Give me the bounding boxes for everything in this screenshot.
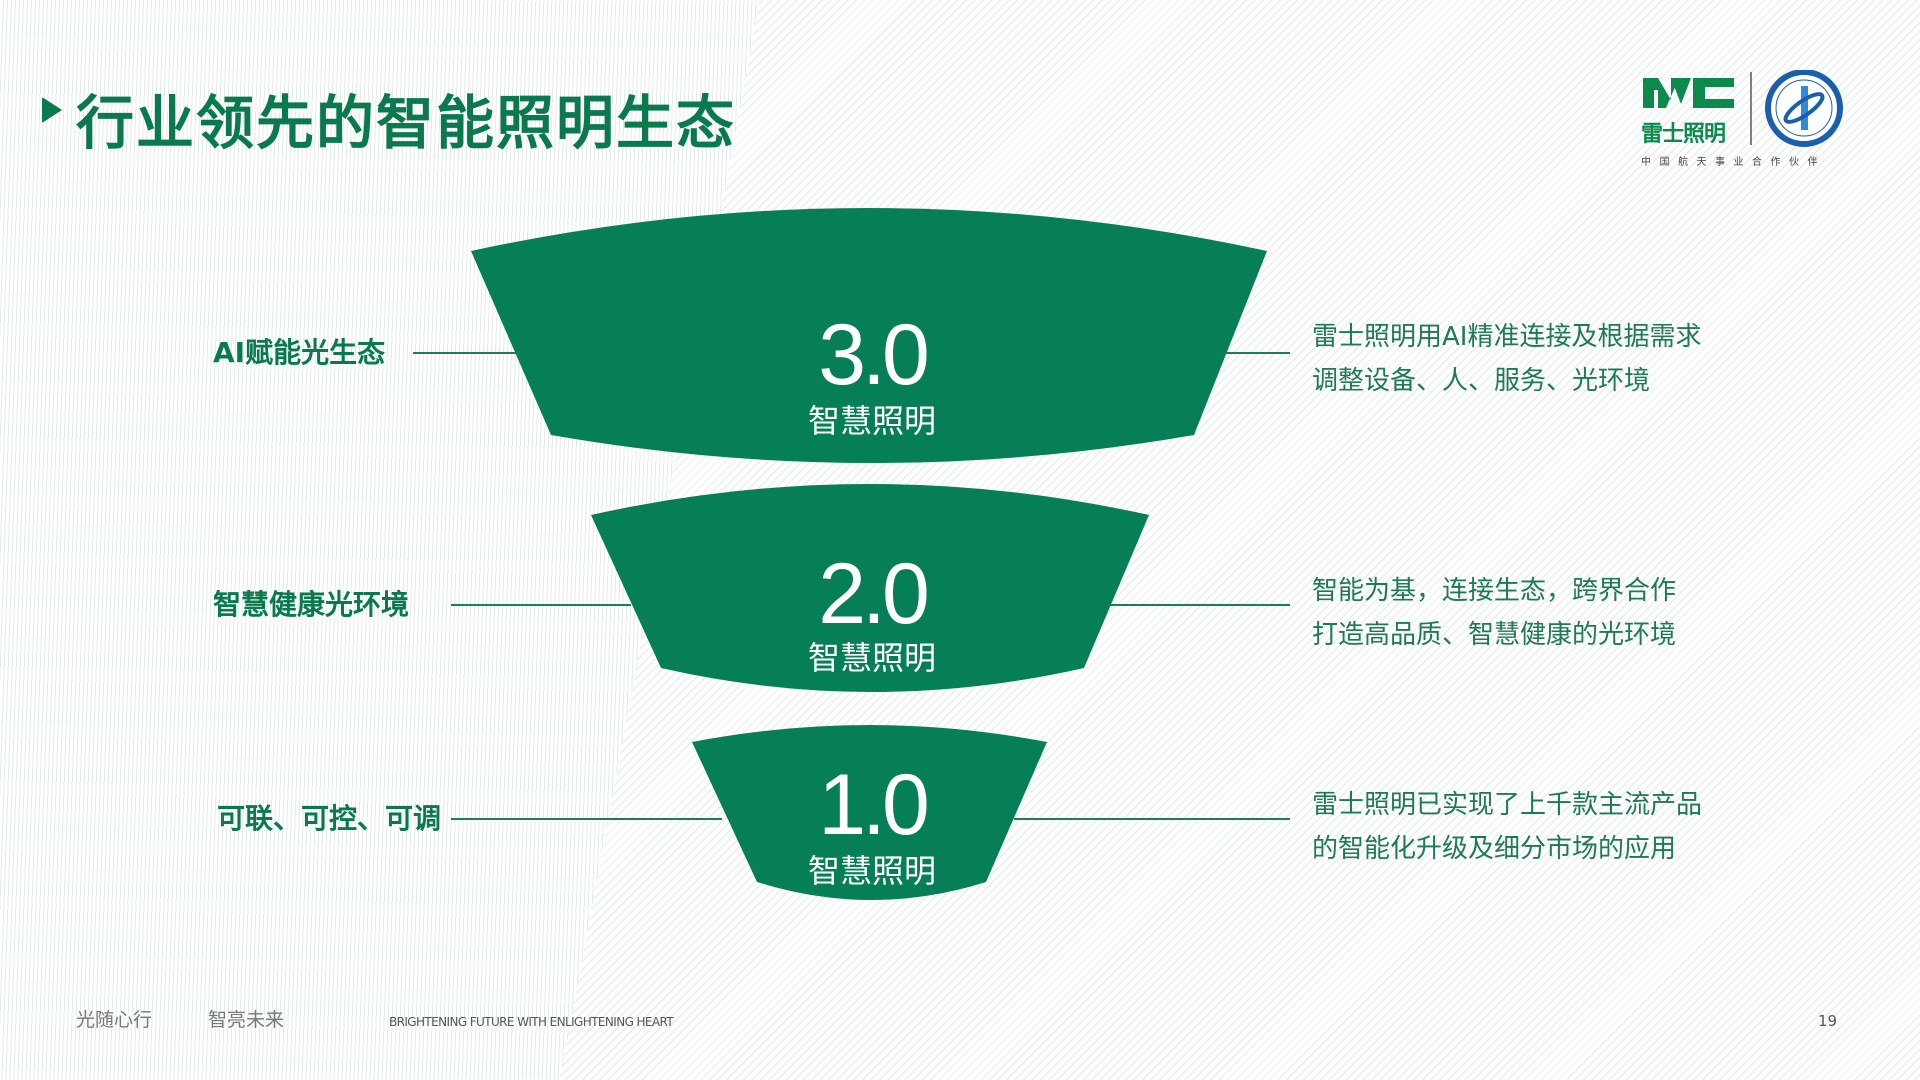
tier-1-label: 可联、可控、可调	[217, 802, 442, 835]
tier-2-right-connector	[1108, 604, 1290, 606]
funnel-tier-2	[591, 484, 1149, 692]
nvc-logo	[1643, 70, 1843, 147]
tier-2-label: 智慧健康光环境	[213, 588, 410, 621]
tier-2-left-connector	[451, 604, 631, 606]
china-space-emblem	[1765, 70, 1843, 147]
footer-slogan-1: 光随心行	[76, 1009, 153, 1031]
tier-1-version: 1.0	[818, 757, 930, 853]
tier-3-left-connector	[413, 352, 520, 354]
desc-line: 智能为基，连接生态，跨界合作	[1312, 576, 1677, 606]
desc-line: 雷士照明用AI精准连接及根据需求	[1312, 322, 1702, 352]
tier-1-description: 雷士照明已实现了上千款主流产品 的智能化升级及细分市场的应用	[1312, 783, 1702, 871]
logo-partner-text: 中国航天事业合作伙伴	[1641, 157, 1826, 168]
tier-3-version: 3.0	[818, 307, 930, 403]
footer-english-slogan: BRIGHTENING FUTURE WITH ENLIGHTENING HEA…	[389, 1015, 674, 1029]
desc-line: 雷士照明已实现了上千款主流产品	[1312, 790, 1703, 820]
page-number: 19	[1818, 1012, 1838, 1030]
tier-3-name: 智慧照明	[807, 402, 936, 440]
tier-2-version: 2.0	[818, 546, 930, 642]
desc-line: 打造高品质、智慧健康的光环境	[1312, 620, 1677, 650]
desc-line: 的智能化升级及细分市场的应用	[1312, 834, 1677, 864]
title-bullet-icon	[42, 97, 62, 123]
funnel-tier-3	[471, 208, 1267, 463]
tier-3-right-connector	[1224, 352, 1290, 354]
page-title: 行业领先的智能照明生态	[76, 89, 737, 157]
tier-1-name: 智慧照明	[807, 852, 936, 890]
tier-2-name: 智慧照明	[807, 639, 936, 677]
logo-brand-text: 雷士照明	[1641, 122, 1726, 147]
desc-line: 调整设备、人、服务、光环境	[1312, 366, 1651, 396]
tier-3-description: 雷士照明用AI精准连接及根据需求 调整设备、人、服务、光环境	[1312, 315, 1701, 403]
footer-slogan-2: 智亮未来	[208, 1009, 285, 1031]
tier-1-left-connector	[451, 818, 722, 820]
tier-2-description: 智能为基，连接生态，跨界合作 打造高品质、智慧健康的光环境	[1312, 569, 1676, 657]
tier-1-right-connector	[1014, 818, 1290, 820]
tier-3-label: AI赋能光生态	[213, 336, 386, 369]
funnel-tier-1	[692, 725, 1047, 900]
